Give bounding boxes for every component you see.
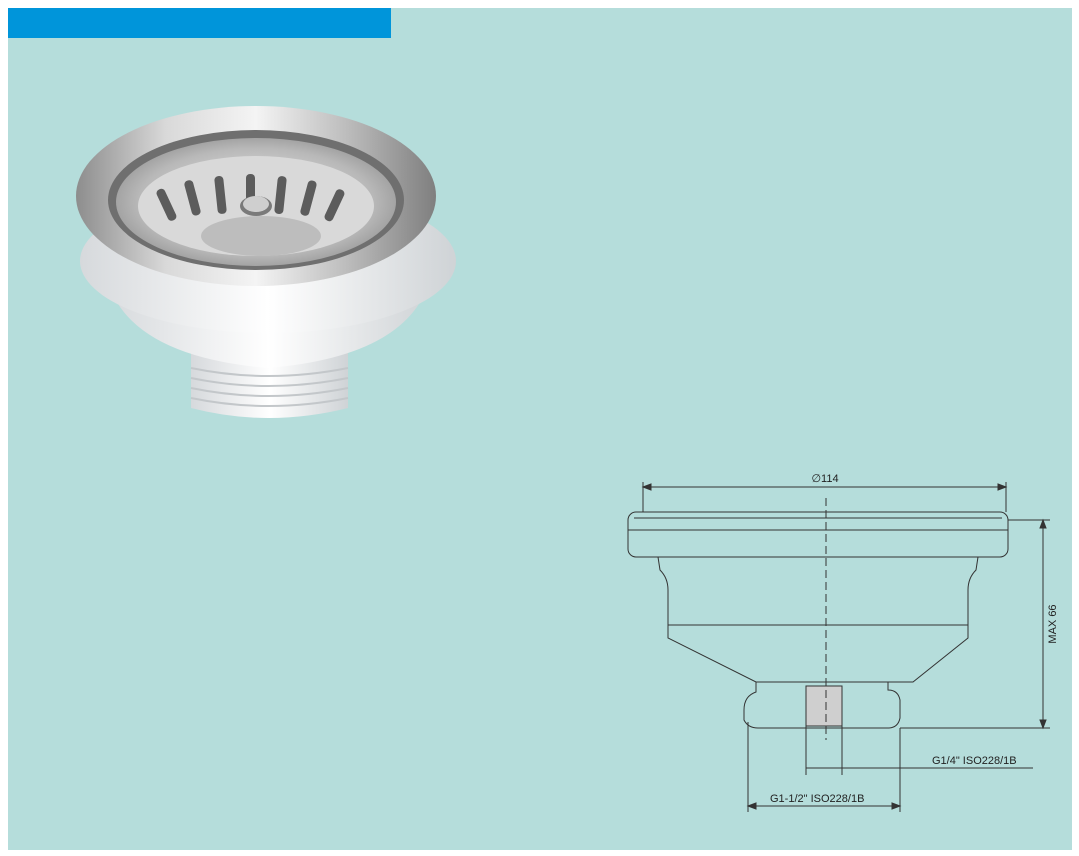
diameter-label: ∅114 [811, 473, 838, 485]
height-label: MAX 66 [1047, 604, 1059, 643]
content-panel: ∅114 MAX 66 G1/4" ISO228/1B G1-1/2" ISO2… [8, 8, 1072, 850]
header-bar [8, 8, 391, 38]
small-thread-label: G1/4" ISO228/1B [932, 755, 1017, 767]
flange-outline [627, 511, 1009, 558]
product-photo [76, 106, 456, 418]
large-thread-label: G1-1/2" ISO228/1B [770, 793, 864, 805]
technical-drawing: ∅114 MAX 66 G1/4" ISO228/1B G1-1/2" ISO2… [627, 473, 1059, 812]
body-outline [657, 556, 979, 683]
center-tube [805, 685, 843, 727]
